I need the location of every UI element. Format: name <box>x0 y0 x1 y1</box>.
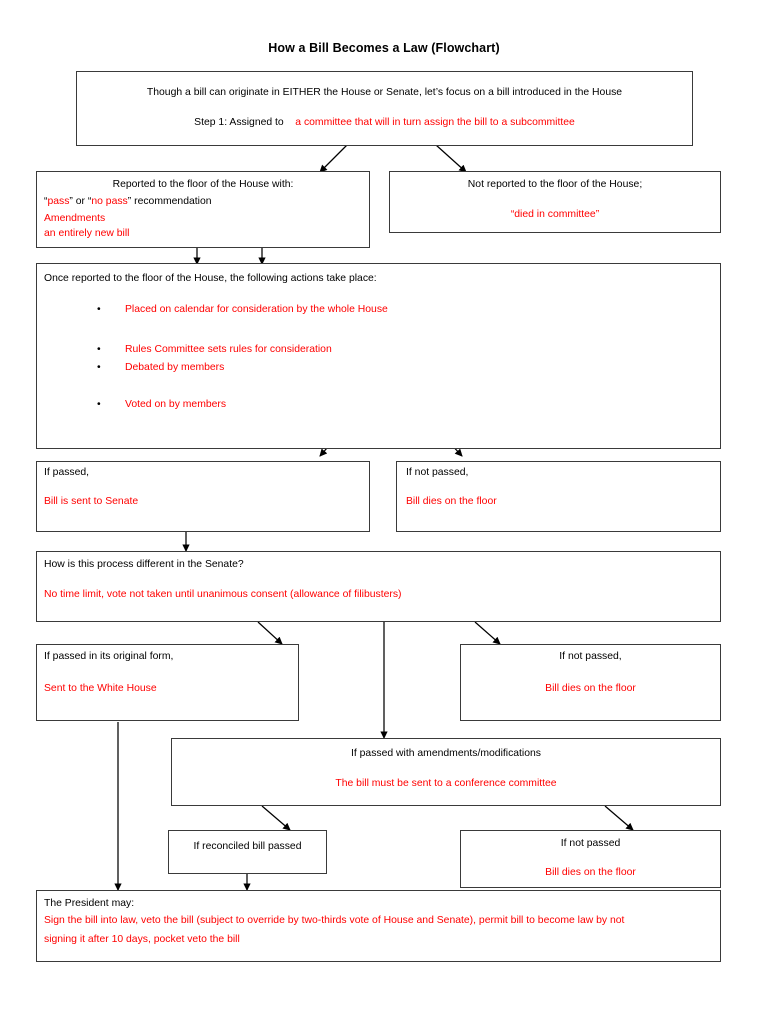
node-president-options: The President may: Sign the bill into la… <box>36 890 721 962</box>
arrow-amended-to-reconciled-not-passed <box>604 805 634 831</box>
intro-step1-label: Step 1: Assigned to <box>194 117 284 128</box>
president-body-line2: signing it after 10 days, pocket veto th… <box>44 934 240 945</box>
amended-body: The bill must be sent to a conference co… <box>335 778 557 789</box>
floor-actions-bullet-4-label: Voted on by members <box>125 399 227 410</box>
intro-line2: Step 1: Assigned to a committee that wil… <box>77 117 692 129</box>
node-senate-passed-original-form: If passed in its original form, Sent to … <box>36 644 299 721</box>
arrow-amended-to-reconciled-passed <box>261 805 291 831</box>
floor-actions-bullet-1-label: Placed on calendar for consideration by … <box>125 304 388 315</box>
amended-heading: If passed with amendments/modifications <box>350 748 541 759</box>
bullet-glyph-icon: • <box>97 344 101 355</box>
intro-step1-value: a committee that will in turn assign the… <box>295 117 575 128</box>
node-not-reported: Not reported to the floor of the House; … <box>389 171 721 233</box>
senate-body: No time limit, vote not taken until unan… <box>44 589 402 600</box>
house-if-passed-body: Bill is sent to Senate <box>44 496 139 507</box>
senate-original-form-body: Sent to the White House <box>44 683 157 694</box>
reported-pass-word: pass <box>47 196 70 207</box>
arrow-senate-to-original-form <box>257 621 283 645</box>
node-senate-process: How is this process different in the Sen… <box>36 551 721 622</box>
reported-heading: Reported to the floor of the House with: <box>112 179 294 190</box>
bullet-glyph-icon: • <box>97 304 101 315</box>
president-heading: The President may: <box>44 898 135 909</box>
president-body-line1: Sign the bill into law, veto the bill (s… <box>44 915 625 926</box>
reported-item-amendments: Amendments <box>44 213 106 224</box>
reconciled-not-passed-heading: If not passed <box>560 838 621 849</box>
reported-item-new-bill: an entirely new bill <box>44 228 130 239</box>
arrow-senate-to-not-passed <box>474 621 501 645</box>
reported-item-recommendation: “pass” or “no pass” recommendation <box>44 196 212 208</box>
senate-not-passed-body: Bill dies on the floor <box>545 683 636 694</box>
reported-quote-open: “ <box>44 196 48 207</box>
bullet-glyph-icon: • <box>97 399 101 410</box>
node-senate-if-not-passed: If not passed, Bill dies on the floor <box>460 644 721 721</box>
page-title: How a Bill Becomes a Law (Flowchart) <box>268 41 500 55</box>
node-reconciled-bill-passed: If reconciled bill passed <box>168 830 327 874</box>
floor-actions-heading: Once reported to the floor of the House,… <box>44 273 377 284</box>
node-reconciled-not-passed: If not passed Bill dies on the floor <box>460 830 721 888</box>
house-if-passed-heading: If passed, <box>44 467 90 478</box>
reported-no-pass-word: no pass <box>91 196 128 207</box>
node-intro: Though a bill can originate in EITHER th… <box>76 71 693 146</box>
reconciled-not-passed-body: Bill dies on the floor <box>545 867 636 878</box>
node-reported-to-floor: Reported to the floor of the House with:… <box>36 171 370 248</box>
node-house-if-not-passed: If not passed, Bill dies on the floor <box>396 461 721 532</box>
arrow-intro-to-reported <box>319 144 348 173</box>
reported-quote-close: ” recommendation <box>127 196 212 207</box>
senate-original-form-heading: If passed in its original form, <box>44 651 174 662</box>
house-if-not-passed-heading: If not passed, <box>406 467 469 478</box>
senate-not-passed-heading: If not passed, <box>559 651 622 662</box>
floor-actions-bullet-3-label: Debated by members <box>125 362 225 373</box>
node-house-if-passed: If passed, Bill is sent to Senate <box>36 461 370 532</box>
bullet-glyph-icon: • <box>97 362 101 373</box>
house-if-not-passed-body: Bill dies on the floor <box>406 496 497 507</box>
reconciled-passed-heading: If reconciled bill passed <box>193 841 302 852</box>
node-passed-with-amendments: If passed with amendments/modifications … <box>171 738 721 806</box>
intro-line1: Though a bill can originate in EITHER th… <box>146 87 623 98</box>
floor-actions-bullet-2-label: Rules Committee sets rules for considera… <box>125 344 332 355</box>
not-reported-heading: Not reported to the floor of the House; <box>467 179 643 190</box>
arrow-intro-to-not-reported <box>435 144 467 173</box>
reported-quote-mid: ” or “ <box>69 196 92 207</box>
senate-heading: How is this process different in the Sen… <box>44 559 244 570</box>
not-reported-body: “died in committee” <box>510 209 600 220</box>
node-floor-actions: Once reported to the floor of the House,… <box>36 263 721 449</box>
